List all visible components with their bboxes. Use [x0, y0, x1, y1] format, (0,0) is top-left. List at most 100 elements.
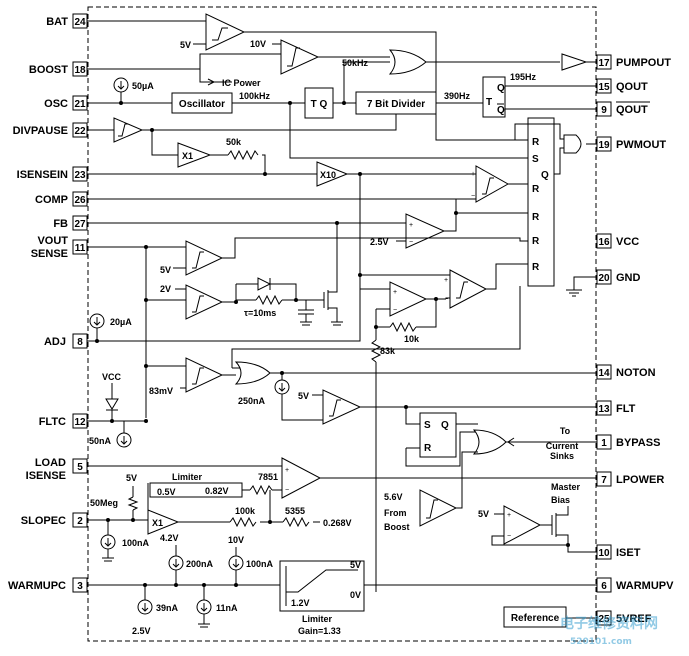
- svg-text:10k: 10k: [404, 334, 420, 344]
- reference-block: [503, 606, 567, 628]
- pin-fltc: 12 FLTC: [39, 413, 88, 429]
- pin-5vref: 25 5VREF: [596, 610, 652, 626]
- svg-text:S: S: [532, 154, 539, 165]
- svg-text:X1: X1: [152, 518, 163, 528]
- svg-text:LOAD: LOAD: [35, 457, 66, 469]
- svg-text:17: 17: [598, 58, 610, 69]
- svg-text:13: 13: [598, 404, 610, 415]
- svg-text:22: 22: [74, 126, 86, 137]
- svg-text:+: +: [393, 289, 397, 296]
- svg-text:Oscillator: Oscillator: [179, 99, 225, 110]
- svg-text:BAT: BAT: [46, 16, 68, 28]
- svg-text:9: 9: [601, 105, 607, 116]
- resistor-50meg: [127, 496, 139, 511]
- svg-text:VOUT: VOUT: [37, 235, 68, 247]
- svg-text:8: 8: [77, 337, 83, 348]
- pin-gnd: 20 GND: [596, 269, 641, 285]
- svg-text:电子维修资料网: 电子维修资料网: [560, 615, 658, 632]
- svg-text:VCC: VCC: [102, 372, 122, 382]
- limiter-bottom: [279, 560, 365, 612]
- svg-text:QOUT: QOUT: [616, 104, 648, 116]
- resistor-tau: [255, 294, 283, 306]
- x1-buffer-a: [177, 142, 212, 168]
- boost-comparator: [280, 39, 320, 75]
- bypass-or-gate: [472, 429, 507, 455]
- t-flipflop: [304, 87, 334, 119]
- pwm-comparator: [475, 165, 510, 203]
- svg-text:18: 18: [74, 65, 86, 76]
- noton-or-gate: [234, 361, 271, 385]
- svg-text:2V: 2V: [160, 284, 171, 294]
- resistor-50k: [227, 149, 259, 161]
- pin-pwmout: 19 PWMOUT: [596, 136, 666, 152]
- svg-text:5V: 5V: [298, 391, 309, 401]
- svg-text:R: R: [532, 236, 540, 247]
- pin-bat: 24 BAT: [46, 13, 88, 29]
- svg-text:PUMPOUT: PUMPOUT: [616, 57, 671, 69]
- svg-text:20µA: 20µA: [110, 317, 132, 327]
- svg-text:FB: FB: [53, 218, 68, 230]
- svg-text:−: −: [507, 533, 511, 540]
- svg-text:19: 19: [598, 140, 610, 151]
- svg-text:100nA: 100nA: [246, 559, 274, 569]
- adj-opamp: [389, 281, 428, 317]
- svg-text:Current: Current: [546, 441, 579, 451]
- svg-text:4.2V: 4.2V: [160, 533, 179, 543]
- lpower-comparator: [281, 457, 322, 499]
- svg-text:ISENSE: ISENSE: [26, 470, 66, 482]
- pin-slopec: 2 SLOPEC: [21, 512, 88, 528]
- svg-text:27: 27: [74, 219, 86, 230]
- svg-text:25: 25: [598, 614, 610, 625]
- svg-text:Q: Q: [541, 170, 549, 181]
- pin-osc: 21 OSC: [44, 95, 88, 111]
- pin-pumpout: 17 PUMPOUT: [596, 54, 671, 70]
- svg-text:3: 3: [77, 581, 83, 592]
- svg-text:To: To: [560, 426, 571, 436]
- svg-text:0.5V: 0.5V: [157, 487, 176, 497]
- svg-text:5V: 5V: [160, 265, 171, 275]
- svg-text:+: +: [285, 467, 289, 474]
- svg-text:0.82V: 0.82V: [205, 486, 229, 496]
- pin-comp: 26 COMP: [35, 191, 88, 207]
- pin-qout-bar: 9 QOUT: [596, 101, 650, 117]
- svg-text:FLT: FLT: [616, 403, 636, 415]
- resistor-10k: [389, 321, 417, 333]
- svg-text:ADJ: ADJ: [44, 336, 66, 348]
- svg-text:ISENSEIN: ISENSEIN: [17, 169, 68, 181]
- svg-text:50k: 50k: [226, 137, 242, 147]
- svg-text:39nA: 39nA: [156, 603, 179, 613]
- pin-flt: 13 FLT: [596, 400, 636, 416]
- svg-text:Q: Q: [497, 105, 505, 116]
- svg-text:WARMUPC: WARMUPC: [8, 580, 66, 592]
- pin-boost: 18 BOOST: [29, 61, 88, 77]
- toggle-flipflop: [482, 76, 506, 118]
- flt-comparator: [322, 389, 362, 425]
- svg-text:−: −: [393, 307, 397, 314]
- pwm-and-gate: [563, 134, 582, 154]
- svg-text:LPOWER: LPOWER: [616, 474, 664, 486]
- svg-text:OSC: OSC: [44, 98, 68, 110]
- svg-text:IC Power: IC Power: [222, 78, 261, 88]
- svg-text:200nA: 200nA: [186, 559, 214, 569]
- bat-comparator: [205, 13, 246, 51]
- svg-text:21: 21: [74, 99, 86, 110]
- svg-text:R: R: [532, 212, 540, 223]
- svg-text:NOTON: NOTON: [616, 367, 656, 379]
- pin-fb: 27 FB: [53, 215, 88, 231]
- svg-text:83k: 83k: [380, 346, 396, 356]
- adj-comparator: [449, 269, 488, 309]
- svg-text:50nA: 50nA: [89, 436, 112, 446]
- svg-text:R: R: [532, 262, 540, 273]
- svg-text:390Hz: 390Hz: [444, 91, 471, 101]
- svg-text:50kHz: 50kHz: [342, 58, 369, 68]
- svg-text:Sinks: Sinks: [550, 451, 574, 461]
- svg-text:Q: Q: [441, 420, 449, 431]
- svg-text:2: 2: [77, 516, 83, 527]
- svg-text:5V: 5V: [180, 40, 191, 50]
- pin-load-isense: 5 LOAD ISENSE: [26, 457, 88, 482]
- resistor-5355: [282, 516, 310, 528]
- svg-text:195Hz: 195Hz: [510, 72, 537, 82]
- pin-warmupv: 6 WARMUPV: [596, 577, 674, 593]
- x10-amplifier: [316, 161, 349, 187]
